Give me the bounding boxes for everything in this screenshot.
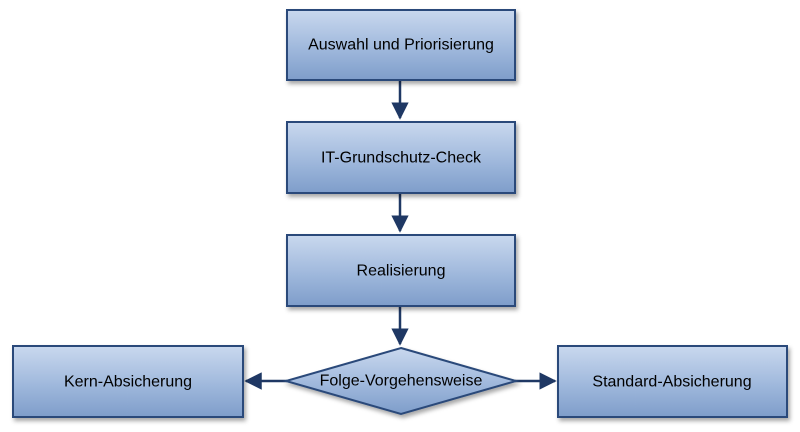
node-check-label: IT-Grundschutz-Check	[321, 150, 482, 167]
node-kern-label: Kern-Absicherung	[64, 374, 192, 391]
node-check: IT-Grundschutz-Check	[286, 121, 516, 194]
node-auswahl-label: Auswahl und Priorisierung	[308, 37, 494, 54]
node-realisierung: Realisierung	[286, 234, 516, 307]
node-folge: Folge-Vorgehensweise	[282, 346, 520, 416]
node-auswahl-box	[286, 9, 516, 81]
node-standard-box	[557, 345, 788, 418]
node-auswahl: Auswahl und Priorisierung	[286, 9, 516, 81]
node-standard: Standard-Absicherung	[557, 345, 788, 418]
node-folge-diamond	[282, 346, 520, 416]
node-standard-label: Standard-Absicherung	[592, 374, 751, 391]
edges	[244, 80, 557, 390]
node-realisierung-label: Realisierung	[357, 263, 446, 280]
node-check-box	[286, 121, 516, 194]
node-realisierung-box	[286, 234, 516, 307]
node-folge-label: Folge-Vorgehensweise	[320, 373, 483, 390]
node-kern-box	[12, 345, 244, 418]
node-kern: Kern-Absicherung	[12, 345, 244, 418]
